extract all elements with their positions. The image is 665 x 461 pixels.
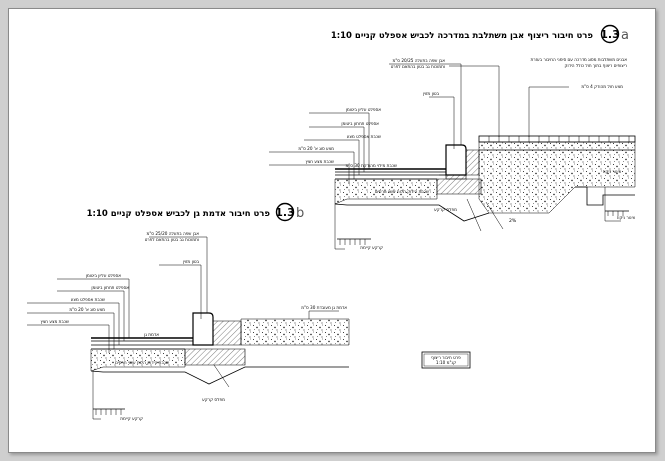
detail-b-label-grade: מפלס קרקע xyxy=(202,397,225,402)
detail-a-label-base-course: שכבת אספלט מצע xyxy=(347,134,381,139)
detail-b-excavation-line xyxy=(90,366,349,385)
detail-a-excavation-line xyxy=(334,203,490,222)
detail-b-concrete-backing xyxy=(212,320,242,346)
detail-b-badge: 1.3 xyxy=(275,202,295,222)
detail-b-label-layers-note: שכבת הידוק הלוח עשוי חרסים xyxy=(115,360,169,365)
svg-text:1.3: 1.3 xyxy=(275,206,295,219)
detail-a-label-sand-base: מצע חול מהודק 4 ס"מ xyxy=(581,84,623,89)
detail-b-label-asphalt-bottom: אספלט תחתון ביטומן xyxy=(91,285,129,290)
title-stamp: פרט חיבור ריצוף קנ"מ 1:10 xyxy=(421,351,471,369)
detail-a-pavers xyxy=(478,135,636,143)
detail-a-label-curb-note-2: ותמוכות גב בטון בהתאם לפרט xyxy=(391,64,445,69)
detail-b-suffix: b xyxy=(296,206,304,221)
detail-a-badge: 1.3 xyxy=(600,24,620,44)
detail-a-asphalt xyxy=(335,168,446,180)
drawing-sheet: פרט חיבור ריצוף אבן משתלבת במדרכה לכביש … xyxy=(8,8,656,453)
detail-a-suffix: a xyxy=(621,28,629,43)
detail-b-label-curb-note: אבן שפה בתעלה 25/20 ס"מ xyxy=(147,231,200,236)
detail-b-label-base-course: שכבת אספלט מצע xyxy=(71,297,105,302)
detail-b-asphalt xyxy=(91,337,193,350)
technical-drawing: פרט חיבור ריצוף אבן משתלבת במדרכה לכביש … xyxy=(27,24,636,421)
detail-a: פרט חיבור ריצוף אבן משתלבת במדרכה לכביש … xyxy=(269,24,636,250)
detail-b-garden-soil xyxy=(240,318,350,346)
detail-a-label-subgrade-top: מצע סוג א' 20 ס"מ xyxy=(298,146,334,151)
detail-b-label-concrete: בטון מזוין xyxy=(183,259,200,264)
detail-b-label-asphalt-top: אספלט עליון ביטומן xyxy=(86,273,122,278)
detail-b-label-curb-note-2: ותמוכות גב בטון בהתאם לפרט xyxy=(145,237,199,242)
detail-b-label-garden-soil: אדמת גן מעובדת 30 ס"מ xyxy=(301,305,347,310)
detail-a-label-drain: צינור ניקוז xyxy=(617,215,636,220)
detail-a-subbase xyxy=(334,178,438,205)
detail-b-label-subgrade-top: מצע סוג א' 20 ס"מ xyxy=(69,307,105,312)
detail-a-label-concrete: בטון מזוין xyxy=(423,91,440,96)
detail-a-label-asphalt-bottom: אספלט תחתון ביטומן xyxy=(341,121,379,126)
detail-b-curb-stone xyxy=(192,312,214,346)
detail-a-concrete-footing xyxy=(436,178,482,195)
stamp-line-2: קנ"מ 1:10 xyxy=(436,360,456,365)
detail-a-trench-line xyxy=(575,186,635,206)
detail-a-drain-symbol xyxy=(605,210,629,216)
detail-a-gravel-base xyxy=(478,149,636,214)
detail-a-label-curb-note: אבן שפה בתעלה 20/25 ס"מ xyxy=(393,58,446,63)
detail-a-label-grade: מפלס קרקע xyxy=(434,207,457,212)
detail-b: פרט חיבור אדמת גן לכביש אספלט קניים 1:10… xyxy=(27,202,350,421)
detail-a-label-layers-note: שכבת הידוק הלוח עשוי חרסים xyxy=(375,189,429,194)
detail-a-label-ground: קרקע קיימת xyxy=(360,245,383,250)
detail-b-title: פרט חיבור אדמת גן לכביש אספלט קניים 1:10 xyxy=(87,209,271,219)
detail-a-curb-stone xyxy=(445,144,467,176)
detail-a-label-pavers-2: ריצופים ריצוף בתוך חול כולל הידוק xyxy=(564,63,627,68)
detail-a-leaders xyxy=(269,63,621,250)
detail-a-ground-symbol xyxy=(337,238,371,245)
detail-a-title: פרט חיבור ריצוף אבן משתלבת במדרכה לכביש … xyxy=(331,31,594,41)
detail-a-sand-bed xyxy=(478,141,636,151)
detail-a-label-compacted: שכבת מילוי מהודקת 30 ס"מ xyxy=(346,163,398,168)
detail-a-label-pavers: אבנים משתלבות מסוג מדרכה עם סימני החיבור… xyxy=(530,57,627,62)
stamp-line-1: פרט חיבור ריצוף xyxy=(431,355,461,360)
detail-b-ground-symbol xyxy=(93,408,125,415)
detail-b-concrete-footing xyxy=(184,348,246,366)
detail-a-label-subgrade-bottom: שכבת מצע חצץ xyxy=(306,159,334,164)
detail-a-label-slope: 2% xyxy=(509,218,517,224)
svg-text:1.3: 1.3 xyxy=(600,28,620,41)
detail-b-leaders xyxy=(27,236,339,420)
detail-b-label-subgrade-bottom: שכבת מצע חצץ xyxy=(41,319,69,324)
detail-b-label-ground: קרקע קיימת xyxy=(120,416,143,421)
detail-b-subbase xyxy=(90,348,186,372)
detail-a-concrete-backing xyxy=(439,149,480,180)
detail-a-label-pipe: צינור ניקוז xyxy=(603,169,622,174)
detail-b-label-topsoil: אדמת גן xyxy=(144,332,159,337)
detail-a-label-asphalt-top: אספלט עליון ביטומן xyxy=(346,107,382,112)
